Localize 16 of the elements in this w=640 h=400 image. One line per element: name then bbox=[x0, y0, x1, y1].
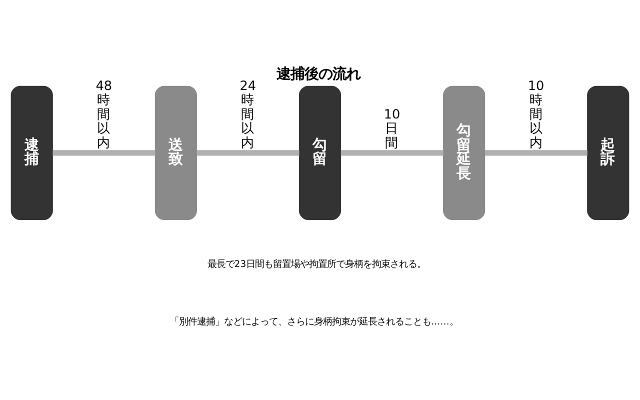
label: 「別件逮捕」などによって、さらに身柄拘束が延長されることも……。 bbox=[170, 316, 458, 328]
node-box: 勾留 bbox=[298, 86, 342, 220]
node-box: 起訴 bbox=[587, 86, 630, 220]
diagram-title: 逮捕後の流れ bbox=[276, 66, 360, 82]
connector bbox=[485, 150, 588, 156]
edge-label: 24時間以内 bbox=[240, 78, 256, 151]
label: 最長で23日間も留置場や拘置所で身柄を拘束される。 bbox=[207, 258, 426, 270]
edge-label: 10時間以内 bbox=[528, 78, 544, 151]
edge-label: 48時間以内 bbox=[96, 78, 112, 151]
node-box: 勾留延長 bbox=[443, 86, 486, 220]
edge-label: 10日間 bbox=[384, 107, 400, 151]
connector bbox=[340, 150, 444, 156]
node-box: 送致 bbox=[154, 86, 197, 220]
connector bbox=[196, 150, 300, 156]
connector bbox=[52, 150, 156, 156]
node-box: 逮捕 bbox=[10, 86, 53, 220]
